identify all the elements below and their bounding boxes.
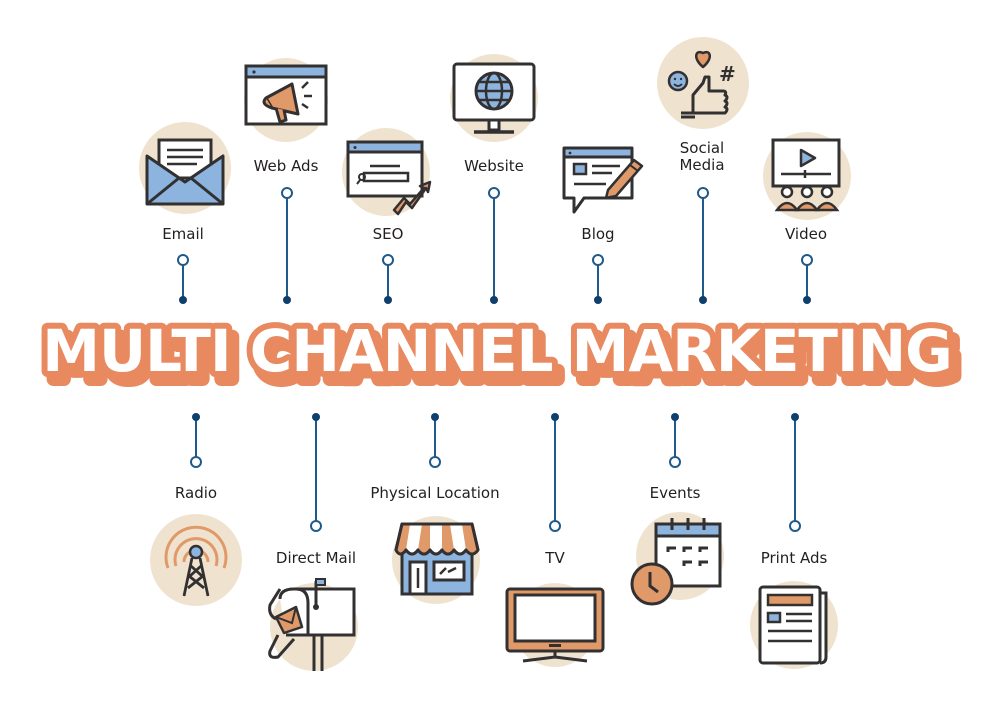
connector-blog [591, 253, 605, 304]
thumbs-up-social-icon: # [653, 33, 753, 133]
television-icon [505, 575, 605, 675]
connector-radio [189, 413, 203, 469]
seo-growth-icon [338, 128, 438, 228]
channel-label-direct-mail: Direct Mail [275, 549, 357, 567]
connector-print-ads [788, 413, 802, 533]
blog-pencil-icon [550, 130, 650, 230]
connector-web-ads [280, 186, 294, 304]
globe-monitor-icon [444, 48, 544, 148]
social-label-line1: Social [679, 139, 725, 157]
title-outline: MULTI CHANNEL MARKETING [42, 318, 951, 385]
connector-events [668, 413, 682, 469]
connector-direct-mail [309, 413, 323, 533]
channel-label-blog: Blog [581, 225, 615, 243]
connector-website [487, 186, 501, 304]
channel-label-print-ads: Print Ads [760, 549, 828, 567]
title-shadow: MULTI CHANNEL MARKETING [48, 325, 957, 393]
connector-physical-location [428, 413, 442, 469]
channel-label-email: Email [162, 225, 204, 243]
connector-seo [381, 253, 395, 304]
channel-label-physical-location: Physical Location [370, 484, 500, 502]
radio-tower-icon [146, 510, 246, 610]
envelope-icon [135, 118, 235, 218]
channel-label-website: Website [464, 157, 524, 175]
channel-label-tv: TV [545, 549, 565, 567]
channel-label-seo: SEO [372, 225, 404, 243]
title-graphic: MULTI CHANNEL MARKETING MULTI CHANNEL MA… [36, 311, 965, 400]
calendar-clock-icon [626, 510, 726, 610]
channel-label-radio: Radio [174, 484, 218, 502]
connector-social-media [696, 186, 710, 304]
social-label-line2: Media [679, 156, 725, 174]
main-title: MULTI CHANNEL MARKETING MULTI CHANNEL MA… [0, 311, 1000, 400]
video-audience-icon [757, 128, 857, 228]
channel-label-social-media: Social Media [679, 140, 724, 174]
megaphone-browser-icon [236, 48, 336, 148]
channel-label-video: Video [784, 225, 828, 243]
connector-tv [548, 413, 562, 533]
mailbox-icon [266, 575, 366, 675]
channel-label-web-ads: Web Ads [253, 157, 319, 175]
storefront-icon [386, 510, 486, 610]
svg-text:#: # [719, 62, 736, 86]
title-text: MULTI CHANNEL MARKETING [42, 318, 951, 385]
connector-video [800, 253, 814, 304]
newspaper-icon [746, 575, 846, 675]
connector-email [176, 253, 190, 304]
channel-label-events: Events [649, 484, 701, 502]
